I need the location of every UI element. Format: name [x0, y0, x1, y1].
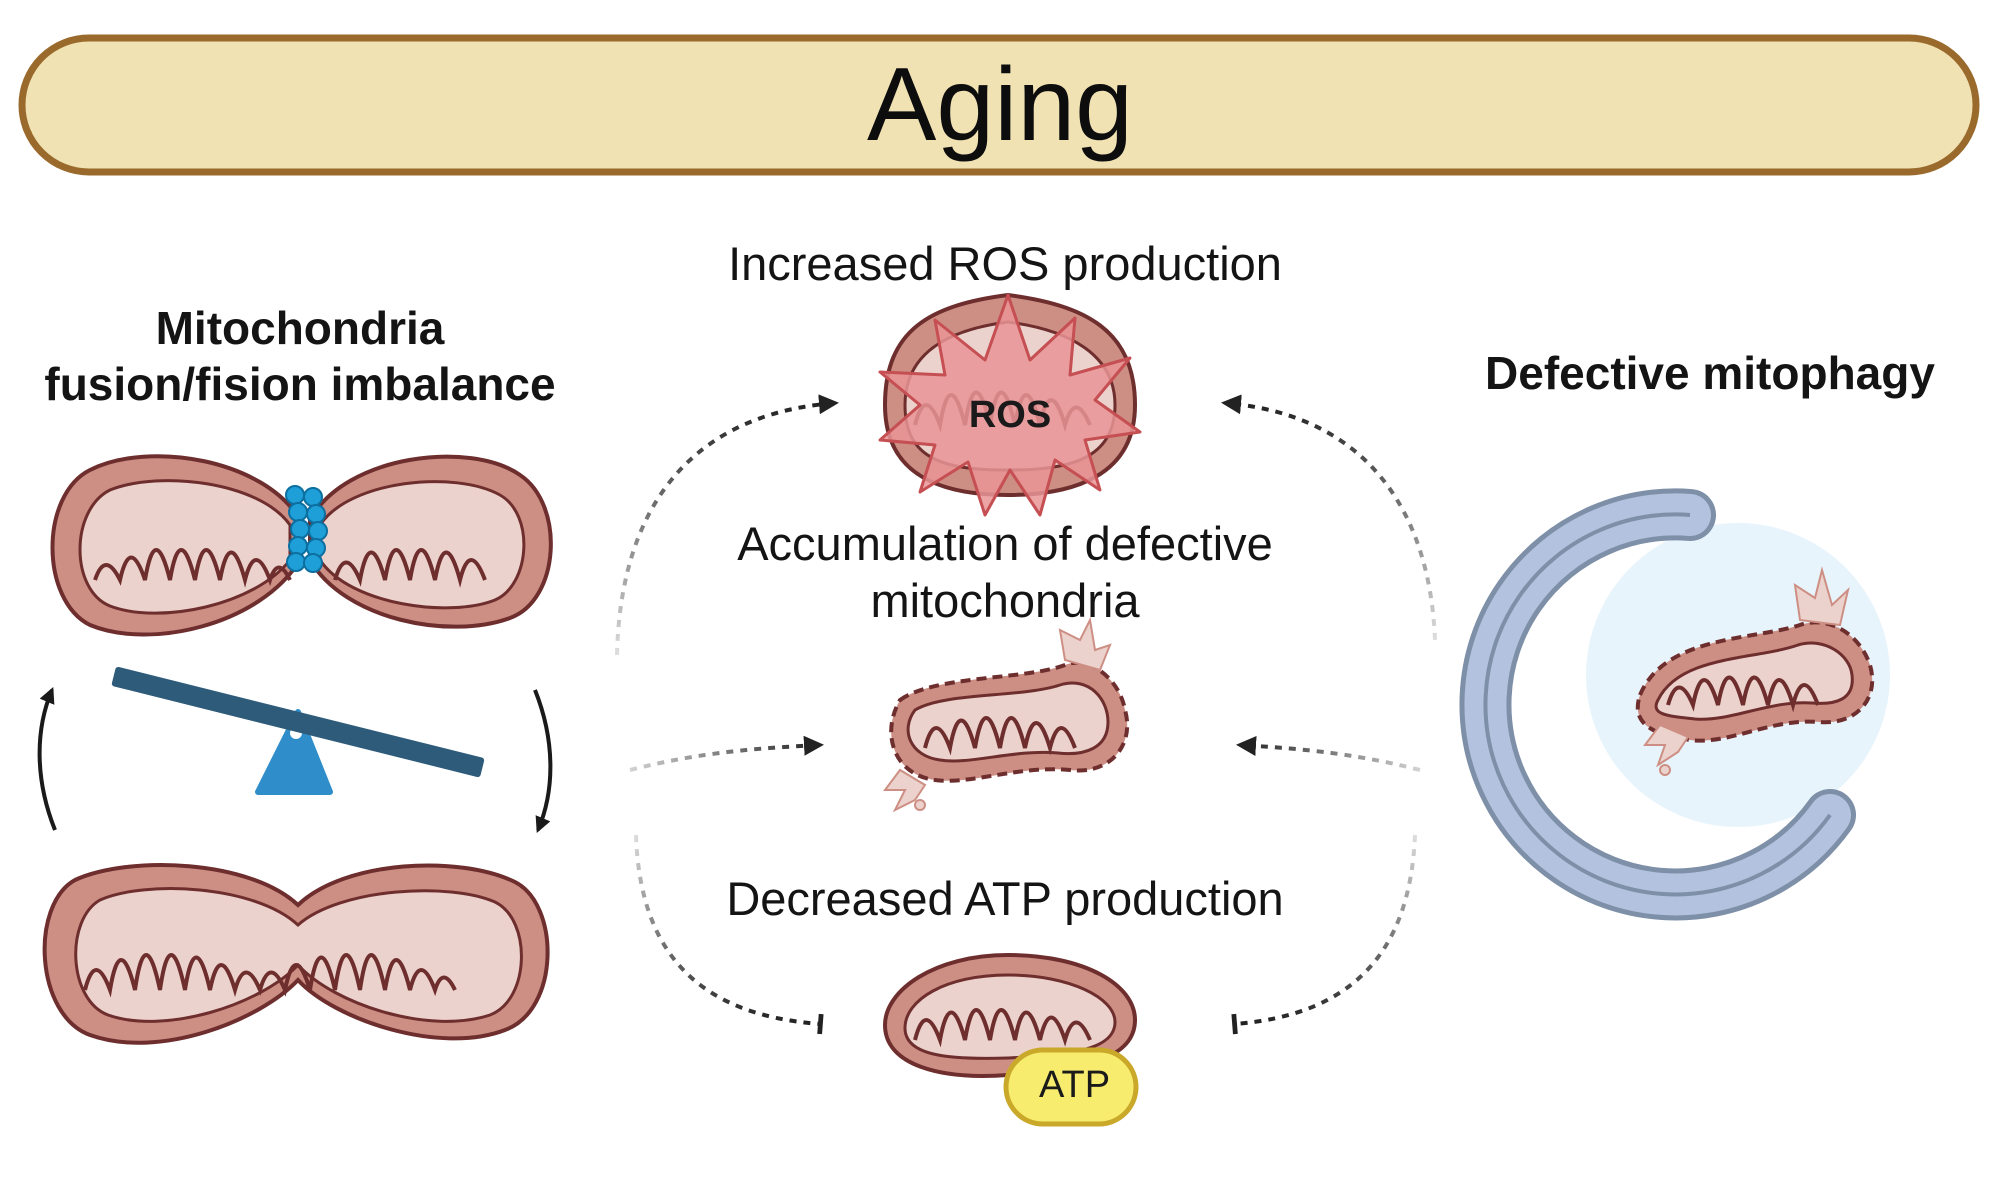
mitochondria-fission-icon: [50, 454, 553, 637]
atp-production-label: Decreased ATP production: [726, 872, 1284, 925]
defective-mitophagy-icon: [1459, 488, 1890, 921]
defective-mitochondrion-icon: [883, 616, 1130, 813]
accumulation-label: Accumulation of defective mitochondria: [737, 517, 1273, 628]
aging-banner: [18, 34, 1980, 176]
ros-production-label: Increased ROS production: [728, 237, 1282, 290]
seesaw-icon: [111, 666, 485, 795]
aging-title: Aging: [867, 47, 1133, 163]
arrow-left-to-ros: [615, 394, 839, 656]
arrow-left-to-accumulation: [629, 735, 824, 772]
inhibit-right-to-atp: [1231, 834, 1417, 1035]
curved-arrow-down-icon: [533, 689, 553, 833]
fusion-fission-label: Mitochondria fusion/fision imbalance: [44, 302, 556, 411]
curved-arrow-up-icon: [37, 687, 57, 831]
arrow-right-to-ros: [1221, 394, 1437, 641]
mitophagy-label: Defective mitophagy: [1485, 347, 1935, 399]
arrow-right-to-accumulation: [1236, 735, 1421, 772]
atp-badge-text: ATP: [1038, 1064, 1111, 1106]
atp-mitochondrion-icon: [882, 952, 1139, 1127]
ros-burst-icon: [878, 292, 1142, 517]
atp-badge: [1003, 1047, 1139, 1127]
ros-burst-text: ROS: [968, 394, 1052, 436]
inhibit-left-to-atp: [634, 834, 824, 1035]
mitochondria-fusion-icon: [42, 863, 550, 1045]
